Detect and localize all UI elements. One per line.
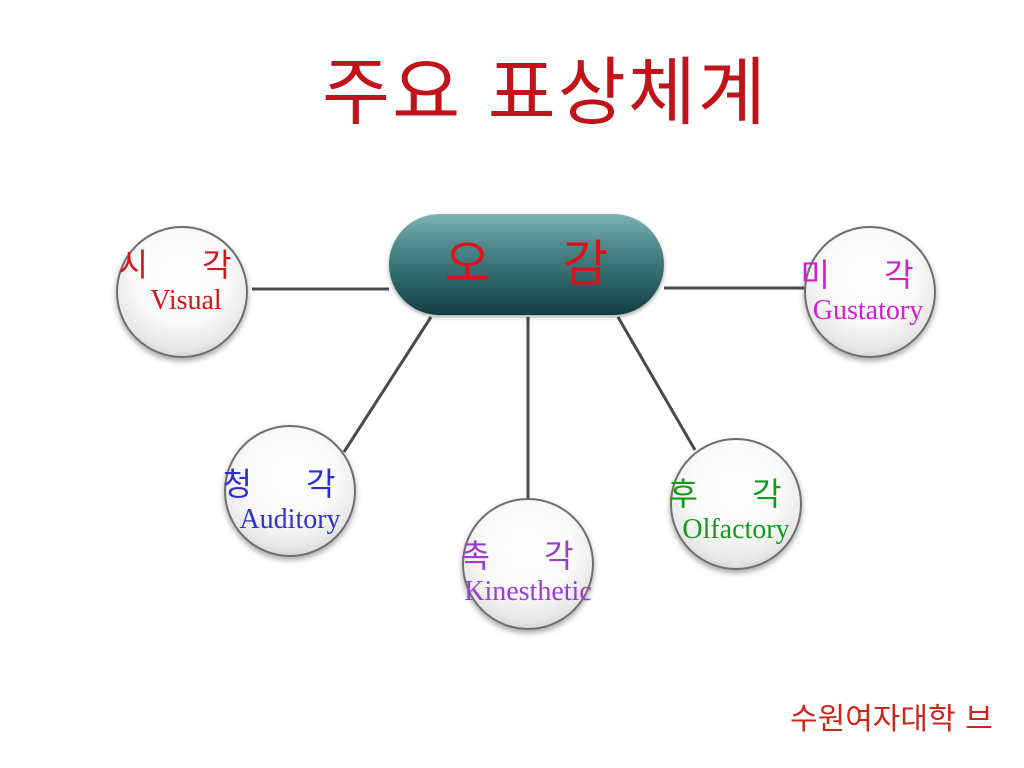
label-visual-korean: 시 각: [118, 246, 254, 284]
label-kinesthetic-korean: 촉 각: [460, 537, 596, 575]
label-olfactory-english: Olfactory: [682, 514, 790, 545]
node-kinesthetic: [462, 498, 594, 630]
label-visual-english: Visual: [150, 285, 222, 316]
label-kinesthetic-english: Kinesthetic: [464, 576, 592, 607]
label-olfactory-korean: 후 각: [668, 475, 804, 513]
label-olfactory: 후 각 Olfactory: [666, 475, 806, 547]
connector-auditory: [342, 316, 433, 453]
slide-title: 주요 표상체계: [321, 50, 768, 136]
label-gustatory-korean: 미 각: [800, 256, 936, 294]
label-visual: 시 각 Visual: [112, 246, 260, 318]
label-auditory-korean: 청 각: [222, 465, 358, 503]
label-kinesthetic: 촉 각 Kinesthetic: [444, 537, 612, 609]
node-olfactory: [670, 438, 802, 570]
label-gustatory: 미 각 Gustatory: [798, 256, 938, 328]
node-gustatory: [804, 226, 936, 358]
hub-five-senses: 오 감: [389, 214, 664, 315]
connector-olfactory: [616, 316, 697, 451]
footer-institution: 수원여자대학 브: [790, 702, 993, 737]
label-auditory-english: Auditory: [239, 504, 341, 535]
node-visual: [116, 226, 248, 358]
label-auditory: 청 각 Auditory: [222, 465, 358, 537]
node-auditory: [224, 425, 356, 557]
hub-label: 오 감: [444, 235, 637, 293]
label-gustatory-english: Gustatory: [812, 295, 924, 326]
